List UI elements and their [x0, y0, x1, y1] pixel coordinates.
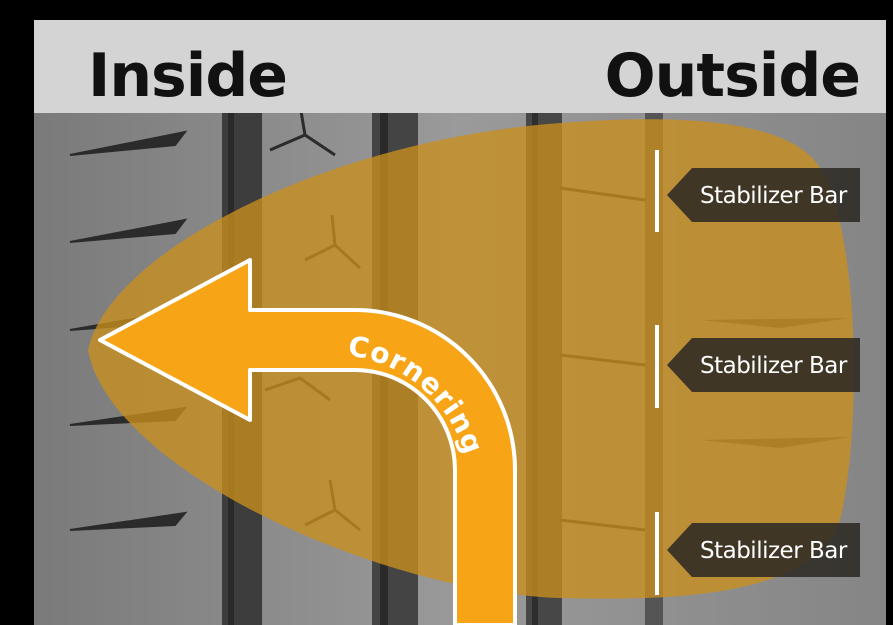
stabilizer-bar-label-3: Stabilizer Bar	[667, 523, 860, 577]
outside-label: Outside	[605, 41, 860, 111]
cornering-arrow	[98, 258, 517, 625]
header-band	[34, 20, 886, 113]
inside-label: Inside	[88, 41, 287, 111]
svg-text:Stabilizer Bar: Stabilizer Bar	[700, 183, 848, 209]
svg-text:Stabilizer Bar: Stabilizer Bar	[700, 538, 848, 564]
stabilizer-bar-label-1: Stabilizer Bar	[667, 168, 860, 222]
stabilizer-bar-label-2: Stabilizer Bar	[667, 338, 860, 392]
tire-tread-diagram: Inside Outside Stabilizer Bar Stabilizer…	[34, 20, 886, 625]
svg-text:Stabilizer Bar: Stabilizer Bar	[700, 353, 848, 379]
diagram-frame: Inside Outside Stabilizer Bar Stabilizer…	[34, 20, 886, 625]
